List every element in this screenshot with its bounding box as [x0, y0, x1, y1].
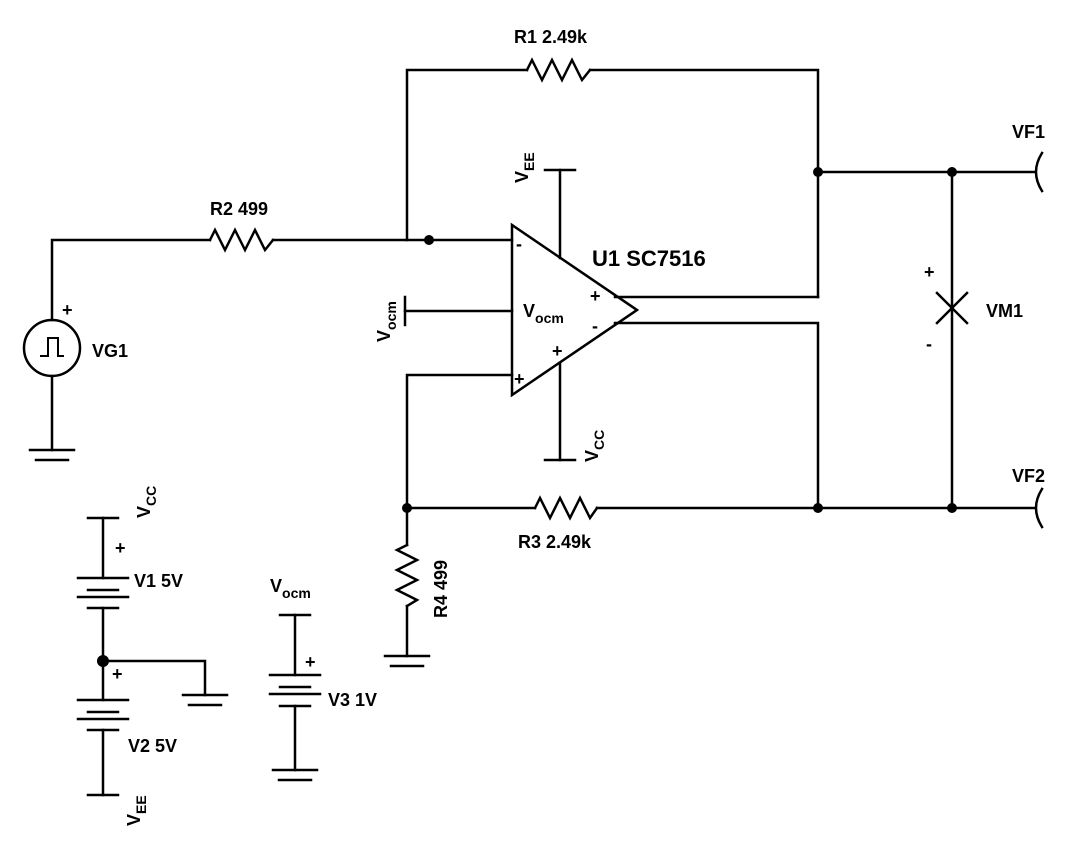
supply-vee-rail [86, 728, 120, 797]
vocm-main-letter: V [523, 301, 535, 321]
junction-node-inverting [424, 235, 434, 245]
voltmeter-plus-sign: + [924, 262, 935, 282]
ground-icon [271, 768, 319, 782]
opamp-vocm-pin-label: Vocm [523, 301, 564, 326]
battery-v2-symbol [76, 698, 130, 732]
output-vf1-connector [1034, 151, 1044, 193]
resistor-r1-symbol [525, 57, 592, 83]
input-wire [50, 238, 212, 322]
vocm-rail-main-letter: V [374, 330, 394, 342]
label-u1: U1 SC7516 [592, 246, 706, 271]
opamp-inv-input-sign: - [516, 234, 522, 254]
opamp-vee-label: VEE [512, 152, 537, 183]
supply-vcc-subscript: CC [143, 486, 159, 506]
vee-subscript: EE [521, 152, 537, 171]
noninv-input-wire [405, 373, 514, 510]
supply-vee-subscript: EE [133, 795, 149, 814]
opamp-vcc-label: VCC [582, 430, 607, 462]
opamp-vcc-pin [543, 361, 577, 462]
battery-v3-plus: + [305, 652, 316, 672]
resistor-r2-symbol [208, 227, 275, 253]
ground-icon [28, 448, 76, 462]
supply-vocm-rail [278, 613, 312, 677]
resistor-r4-symbol [394, 543, 420, 608]
junction-node-vf1-left [813, 167, 823, 177]
square-wave-icon [40, 337, 64, 357]
supply-midpoint-ground-wire [101, 659, 207, 697]
vcc-subscript: CC [591, 430, 607, 450]
battery-v1-symbol [76, 576, 130, 610]
supply-vcc-main-letter: V [134, 506, 154, 518]
label-r3: R3 2.49k [518, 532, 592, 552]
output-vf2-connector [1034, 487, 1044, 529]
ground-icon [383, 654, 431, 668]
supply-vocm-main-letter: V [270, 576, 282, 596]
supply-vcc-label: VCC [134, 486, 159, 518]
vcc-main-letter: V [582, 450, 602, 462]
opamp-pos-output-sign: + [590, 286, 601, 306]
supply-vcc-rail [86, 516, 120, 580]
supply-vee-label: VEE [124, 795, 149, 826]
battery-v2-plus: + [112, 664, 123, 684]
opamp-neg-output-sign: - [592, 316, 598, 336]
label-vm1: VM1 [986, 301, 1023, 321]
opamp-vcc-pin-sign: + [552, 341, 563, 361]
battery-v3-symbol [268, 673, 322, 708]
label-r2: R2 499 [210, 199, 268, 219]
feedback-wire-r1 [405, 68, 820, 299]
voltmeter-vm1-symbol [935, 170, 969, 510]
label-v3: V3 1V [328, 690, 377, 710]
supply-vee-main-letter: V [124, 814, 144, 826]
label-vf1: VF1 [1012, 122, 1045, 142]
label-v2: V2 5V [128, 736, 177, 756]
battery-v1-plus: + [115, 538, 126, 558]
opamp-vee-pin [543, 168, 577, 260]
label-vg1: VG1 [92, 341, 128, 361]
supply-vocm-label: Vocm [270, 576, 311, 601]
ground-icon [181, 693, 229, 707]
supply-vocm-subscript: ocm [282, 585, 311, 601]
vocm-rail-subscript: ocm [383, 301, 399, 330]
label-vf2: VF2 [1012, 466, 1045, 486]
label-r4: R4 499 [431, 560, 451, 618]
source-vg1-symbol [22, 318, 82, 378]
opamp-vocm-pin [403, 295, 514, 327]
resistor-r3-symbol [533, 495, 599, 521]
vee-main-letter: V [512, 171, 532, 183]
label-r1: R1 2.49k [514, 27, 588, 47]
voltmeter-minus-sign: - [926, 334, 932, 354]
vocm-pin-rail-label: Vocm [374, 301, 399, 342]
vocm-subscript: ocm [535, 310, 564, 326]
source-vg1-plus: + [62, 300, 73, 320]
opamp-noninv-input-sign: + [514, 369, 525, 389]
opamp-neg-output-wire [613, 321, 820, 510]
junction-node-vf2-left [813, 503, 823, 513]
label-v1: V1 5V [134, 571, 183, 591]
